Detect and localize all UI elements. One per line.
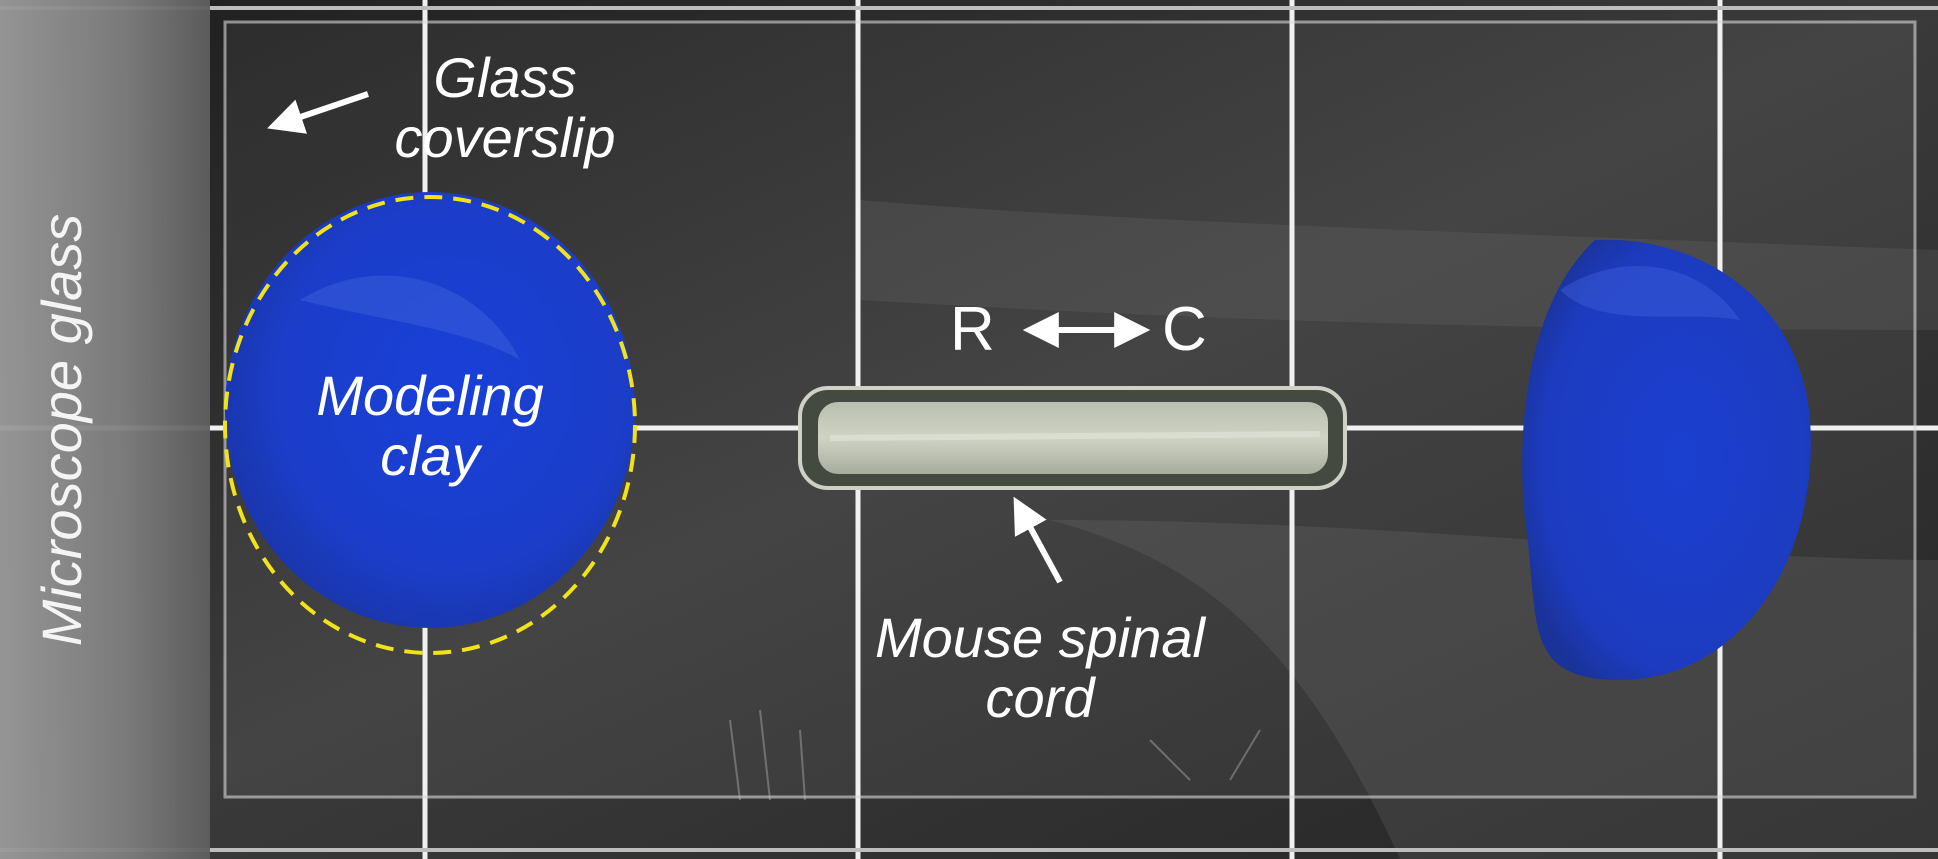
glass-coverslip-line2: coverslip: [394, 106, 616, 169]
mouse-spinal-cord-label: Mouse spinal cord: [875, 608, 1205, 728]
microscope-glass-label: Microscope glass: [30, 213, 93, 647]
glass-coverslip-label: Glass coverslip: [395, 48, 616, 168]
rostral-label: R: [950, 295, 995, 364]
modeling-clay-line2: clay: [380, 424, 480, 487]
clay-dashed-outline: [223, 195, 637, 655]
mouse-spinal-cord-line2: cord: [985, 666, 1095, 729]
modeling-clay-line1: Modeling: [316, 364, 544, 427]
modeling-clay-label: Modeling clay: [316, 366, 543, 486]
coverslip-arrow: [267, 91, 369, 134]
mouse-spinal-cord-line1: Mouse spinal: [875, 606, 1205, 669]
microscope-glass-strip: [0, 0, 210, 859]
glass-coverslip-line1: Glass: [433, 46, 577, 109]
caudal-label: C: [1162, 295, 1207, 364]
spinal-cord-arrow: [1013, 496, 1063, 584]
modeling-clay-right: [1522, 239, 1811, 681]
